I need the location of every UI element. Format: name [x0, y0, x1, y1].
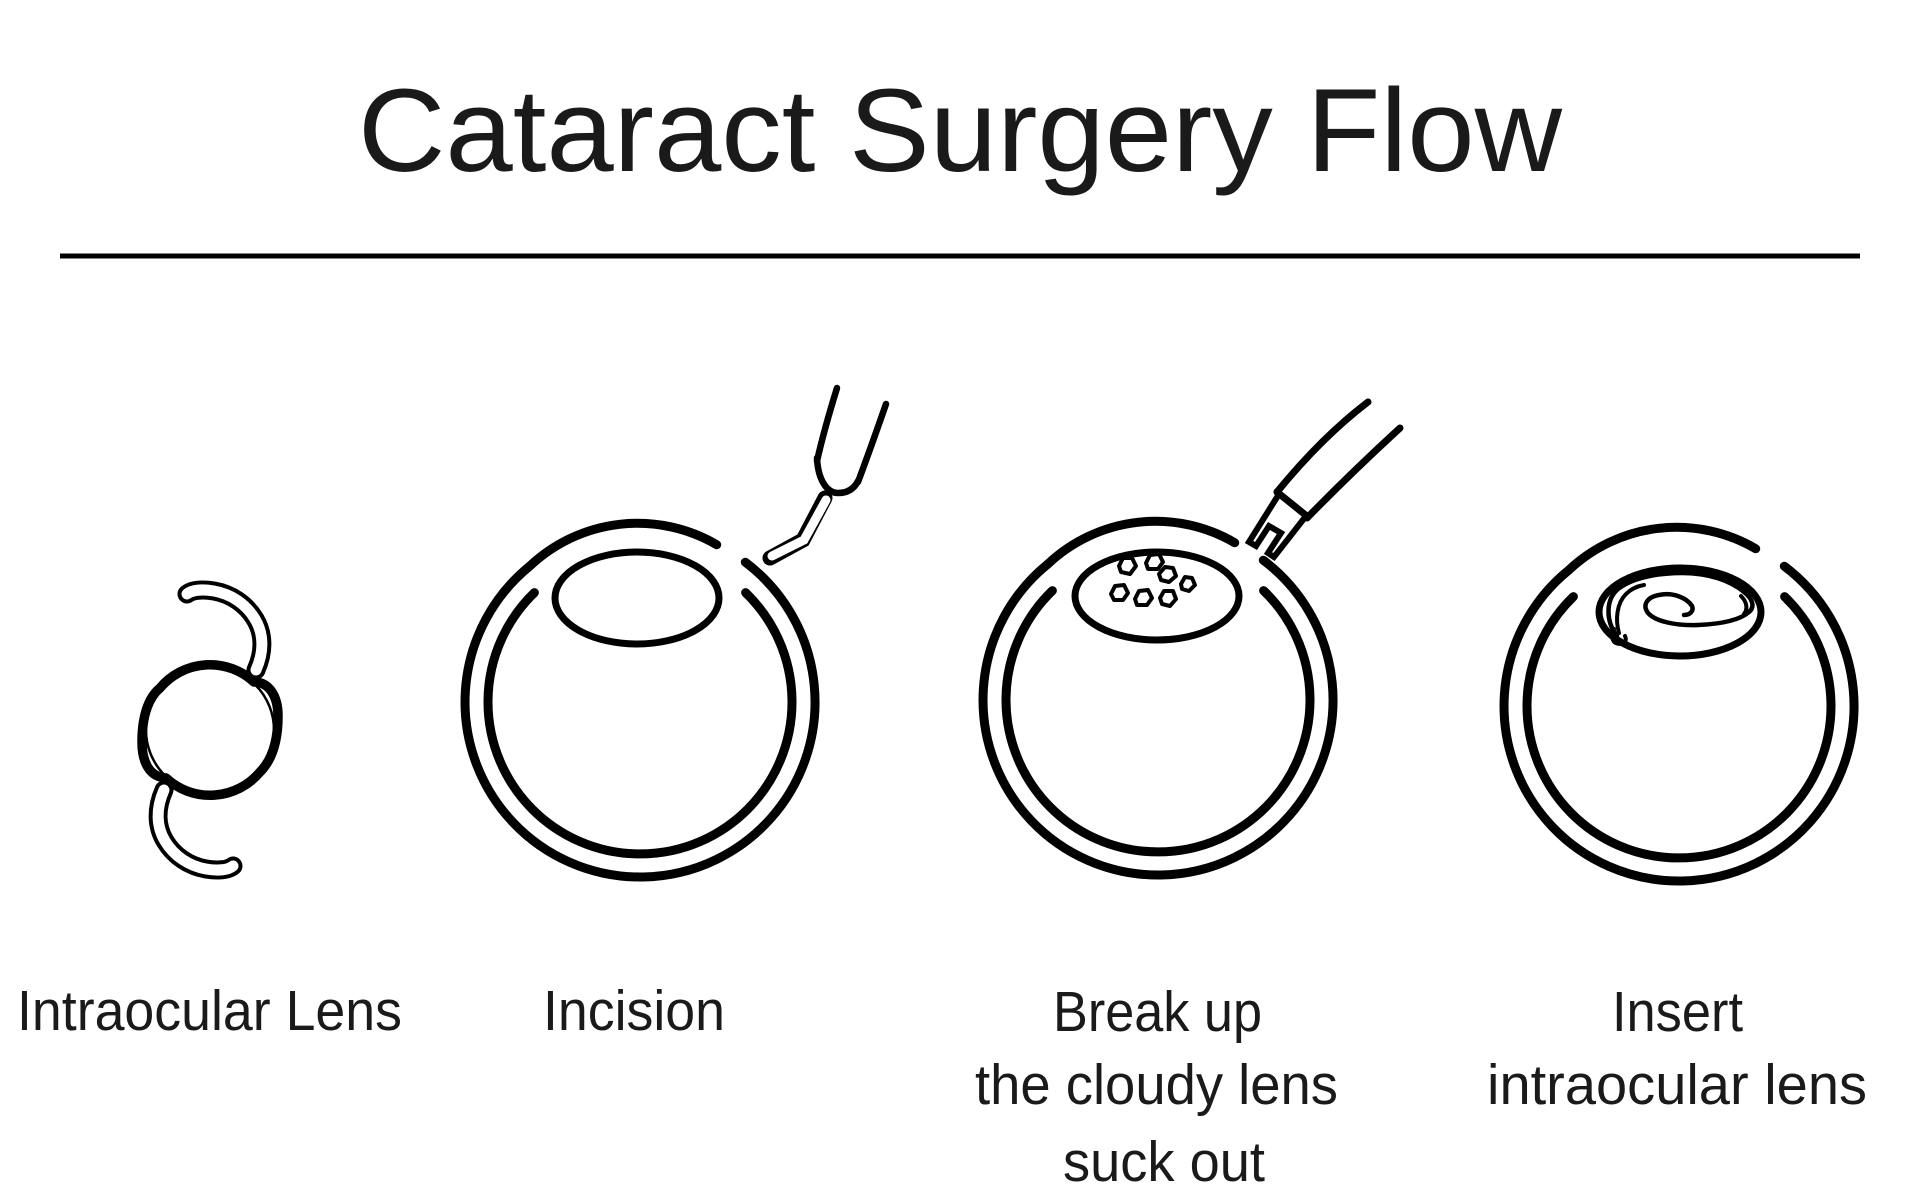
iol-body-outline: [137, 660, 283, 800]
folded-iol-swirl: [1606, 570, 1755, 639]
step-caption-intraocular-lens: Intraocular Lens: [17, 979, 402, 1043]
step-caption-break-up-line-2: the cloudy lens: [975, 1053, 1338, 1117]
eye-insert-iol-icon: [1504, 527, 1854, 881]
folded-iol-foot-curl: [1610, 627, 1628, 647]
phaco-handle-lower-edge: [1303, 424, 1404, 522]
keratome-blade-fill: [767, 495, 831, 561]
lens-fragment: [1133, 588, 1154, 607]
step-caption-incision: Incision: [543, 979, 725, 1043]
keratome-handle-right-edge: [854, 400, 890, 486]
phaco-collar: [1273, 488, 1312, 521]
phaco-lens-capsule: [1071, 548, 1243, 644]
iol-optic-edge: [144, 664, 276, 796]
step-caption-break-up-line-1: Break up: [1053, 980, 1262, 1044]
iol-upper-haptic-fill: [181, 584, 268, 676]
insert-iol-eyeball: [1504, 527, 1854, 881]
folded-iol-left-fold: [1615, 583, 1646, 635]
lens-fragment: [1157, 565, 1178, 584]
step-caption-insert-iol-line-1: Insert: [1612, 980, 1743, 1044]
lens-fragment: [1117, 556, 1138, 576]
incision-eyeball: [465, 523, 815, 877]
insert-iol-lens-capsule: [1595, 564, 1765, 660]
keratome-handle-left-edge: [813, 384, 841, 465]
eye-incision-icon: [465, 384, 890, 877]
incision-lens-capsule: [551, 548, 723, 648]
step-caption-insert-iol-line-2: intraocular lens: [1487, 1053, 1867, 1117]
lens-fragment: [1109, 583, 1130, 602]
iol-lower-haptic-outline: [148, 780, 243, 880]
intraocular-lens-icon: [137, 580, 283, 880]
lens-fragment: [1144, 552, 1165, 571]
iol-lower-haptic-fill: [152, 784, 239, 876]
iol-upper-haptic-outline: [177, 580, 272, 680]
page-title: Cataract Surgery Flow: [358, 65, 1563, 197]
lens-fragment: [1179, 575, 1197, 593]
phaco-forked-tip: [1244, 491, 1309, 562]
keratome-handle-tip: [813, 454, 862, 497]
folded-iol-right-fold: [1739, 594, 1749, 616]
step-caption-break-up-line-3: suck out: [1063, 1130, 1265, 1194]
phaco-handpiece-icon: [1244, 398, 1404, 562]
keratome-blade-icon: [762, 384, 890, 566]
lens-fragment: [1158, 589, 1178, 608]
lens-fragments: [1109, 552, 1197, 608]
eye-phacoemulsification-icon: [983, 398, 1404, 875]
phaco-handle-upper-edge: [1273, 398, 1372, 496]
